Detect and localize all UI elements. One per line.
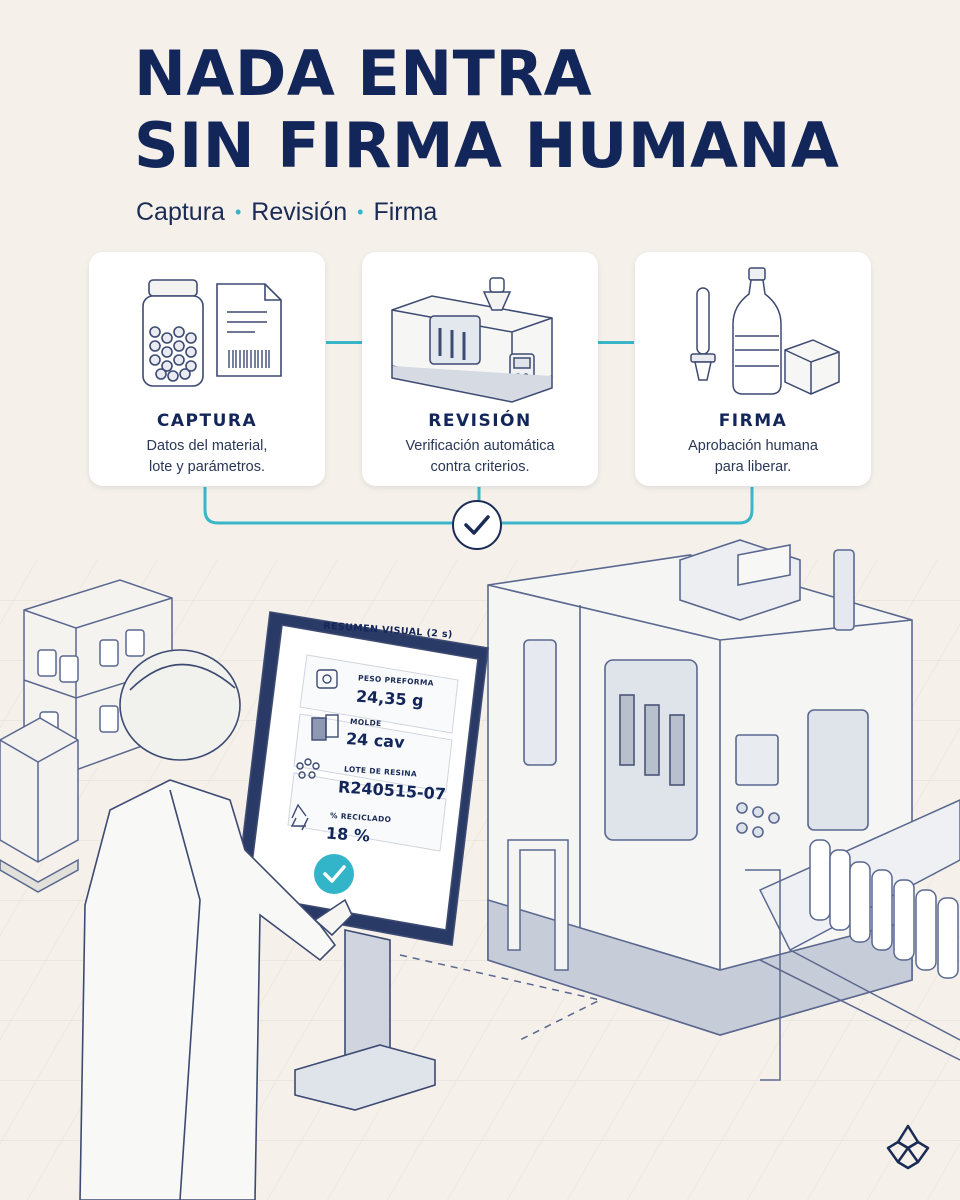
preform-bottle-box-icon (690, 267, 840, 395)
subtitle: Captura • Revisión • Firma (136, 198, 437, 227)
step-title: FIRMA (718, 411, 788, 431)
subtitle-item-firma: Firma (373, 198, 438, 226)
step-title: CAPTURA (156, 411, 258, 431)
step-description-line: para liberar. (714, 459, 792, 475)
step-card-captura: CAPTURA Datos del material, lote y parám… (89, 252, 325, 486)
connector-line (326, 341, 362, 344)
step-description: Verificación automática contra criterios… (362, 436, 598, 478)
step-title: REVISIÓN (428, 411, 532, 431)
connector-line (598, 341, 634, 344)
separator-dot: • (357, 202, 364, 222)
step-description-line: Verificación automática (405, 438, 555, 454)
kiosk-row-value: 24 cav (345, 728, 406, 753)
check-icon (464, 515, 490, 535)
step-description-line: Aprobación humana (688, 438, 818, 454)
step-description-line: lote y parámetros. (148, 459, 266, 475)
step-card-revision: REVISIÓN Verificación automática contra … (362, 252, 598, 486)
ibc-tank (0, 717, 79, 893)
confirm-button[interactable] (314, 854, 354, 894)
separator-dot: • (234, 202, 242, 222)
technician-figure (79, 649, 353, 1200)
floor-marking (399, 954, 603, 1041)
step-description: Datos del material, lote y parámetros. (89, 436, 325, 478)
bottle-conveyor (745, 799, 960, 1081)
page-title: NADA ENTRA SIN FIRMA HUMANA (134, 38, 839, 182)
step-description-line: contra criterios. (430, 459, 530, 475)
kiosk-row-value: 18 % (325, 823, 371, 846)
step-description: Aprobación humana para liberar. (635, 436, 871, 478)
recycle-icon (290, 803, 309, 831)
resin-pellets-icon (296, 758, 320, 779)
mold-icon (311, 714, 339, 741)
injection-molding-machine-icon (391, 277, 553, 403)
title-line-1: NADA ENTRA (134, 37, 593, 110)
subtitle-item-captura: Captura (136, 198, 225, 226)
kiosk-screen-rows (287, 654, 459, 852)
title-line-2: SIN FIRMA HUMANA (134, 109, 840, 182)
brand-logo-icon (886, 1124, 930, 1170)
subtitle-item-revision: Revisión (251, 198, 348, 226)
resin-jar-and-barcode-sheet-icon (142, 279, 282, 387)
pipes (507, 839, 569, 971)
scale-icon (316, 669, 338, 689)
step-card-firma: FIRMA Aprobación humana para liberar. (635, 252, 871, 486)
approval-check (452, 500, 502, 550)
step-description-line: Datos del material, (146, 438, 268, 454)
blow-molding-machine (487, 539, 913, 1036)
